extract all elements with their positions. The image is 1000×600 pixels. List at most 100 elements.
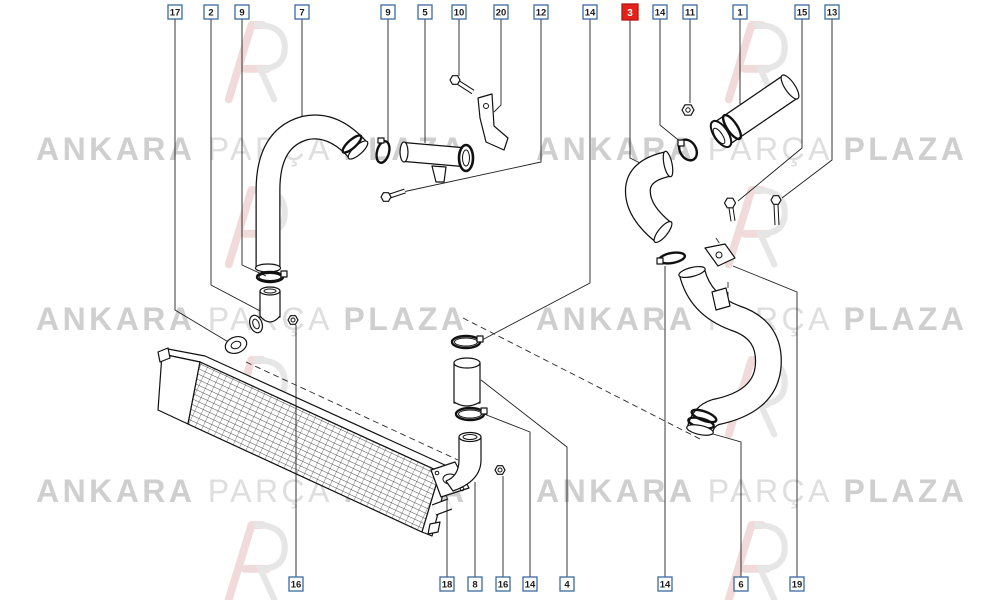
callout-box [789,576,805,592]
callout-box [167,4,183,20]
pipe-5-flange-hole [462,149,470,167]
callout-number: 14 [660,580,671,591]
hose-3 [624,150,674,244]
callout-box [733,576,749,592]
bolt-13-shaft [774,204,779,226]
callout-15: 15 [794,4,810,20]
nut-11 [681,104,695,116]
callout-14: 14 [652,4,668,20]
callout-box [234,4,250,20]
gasket-17-hole [230,340,242,350]
leader-line-2 [210,19,263,313]
watermark-word: ANKARA [36,131,192,167]
callout-17: 17 [167,4,183,20]
callout-12: 12 [533,4,549,20]
watermark-line: ANKARA PARÇA PLAZA [536,131,964,167]
gasket-17 [224,335,248,355]
callout-box [380,4,396,20]
callout-number: 8 [472,580,477,591]
leader-line-9 [241,19,267,277]
elbow-2-opening [263,288,277,294]
callout-10: 10 [451,4,467,20]
pipe-5 [399,141,475,183]
gasket-18-bolt-hole [434,470,440,476]
callout-18: 18 [439,576,455,592]
bracket-19-hole [715,251,723,259]
clamp-band-inner [258,273,282,281]
callout-6: 6 [733,576,749,592]
leader-line-14 [659,19,683,144]
callout-box [533,4,549,20]
elbow-2 [248,286,281,334]
watermark-logo [229,525,285,599]
bolt-13-head [770,195,782,205]
hose-3-end [662,150,674,178]
elbow-2-top [259,286,281,296]
callout-7: 7 [294,4,310,20]
callout-4: 4 [559,576,575,592]
pipe-1-collar [721,113,743,141]
elbow-8-top [458,431,482,443]
bracket-20 [477,93,509,151]
hose-6-body [680,268,781,434]
callout-number: 14 [655,8,666,19]
callouts-top: 17 2 9 7 9 5 10 20 12 14 3 14 11 1 15 13 [167,3,840,21]
clamp-9-lower [255,270,288,284]
callout-box [439,576,455,592]
callout-number: 9 [385,8,390,19]
callout-box [794,4,810,20]
callout-box [203,4,219,20]
hose-7-body [256,115,367,268]
callout-box [732,4,748,20]
callouts-bottom: 16 18 8 16 14 4 14 6 19 [288,576,805,592]
clamp-screw-tab [476,335,484,343]
callout-box [559,576,575,592]
clamp-14-lower-right [656,251,687,265]
hose-4-body [453,362,481,404]
callout-number: 18 [442,580,453,591]
pipe-1 [709,74,800,149]
watermark-word: PLAZA [344,301,464,337]
pipe-1-opening [712,127,726,145]
nut-16-left [287,315,299,325]
callout-box [522,576,538,592]
callout-9: 9 [380,4,396,20]
callout-16: 16 [288,576,304,592]
intercooler-bracket [157,347,171,363]
watermark-word: PARÇA [708,473,830,509]
hose-7 [254,114,369,273]
callout-number: 9 [239,8,244,19]
callout-number: 12 [536,8,547,19]
hose-4 [453,357,481,407]
clamp-band-inner [458,409,482,419]
callout-box-highlighted [621,3,639,21]
pipe-1-connector [709,119,733,149]
watermark-word: ANKARA [536,473,692,509]
hose-6-clip [711,287,731,311]
clamp-screw-tab [677,139,685,147]
callout-14: 14 [657,576,673,592]
hose-4-top [453,357,481,369]
callout-box [495,576,511,592]
leader-line-17 [174,19,231,344]
callout-box [288,576,304,592]
callout-box [294,4,310,20]
callout-box [824,4,840,20]
callout-14: 14 [582,4,598,20]
watermark-line: ANKARA PARÇA PLAZA [536,473,964,509]
elbow-2-outlet-hole [252,318,260,330]
gasket-17-ring [224,335,248,355]
callout-number: 15 [797,8,808,19]
pipe-5-flange [457,143,475,173]
callout-number: 10 [454,8,465,19]
callout-number: 17 [170,8,181,19]
callout-box [652,4,668,20]
leader-line-20 [493,19,502,113]
leader-line-14 [481,19,591,341]
hose-3-end [653,220,673,244]
callout-number: 14 [525,580,536,591]
clamp-14-top-right [677,138,699,162]
hose-3-body [626,152,671,242]
